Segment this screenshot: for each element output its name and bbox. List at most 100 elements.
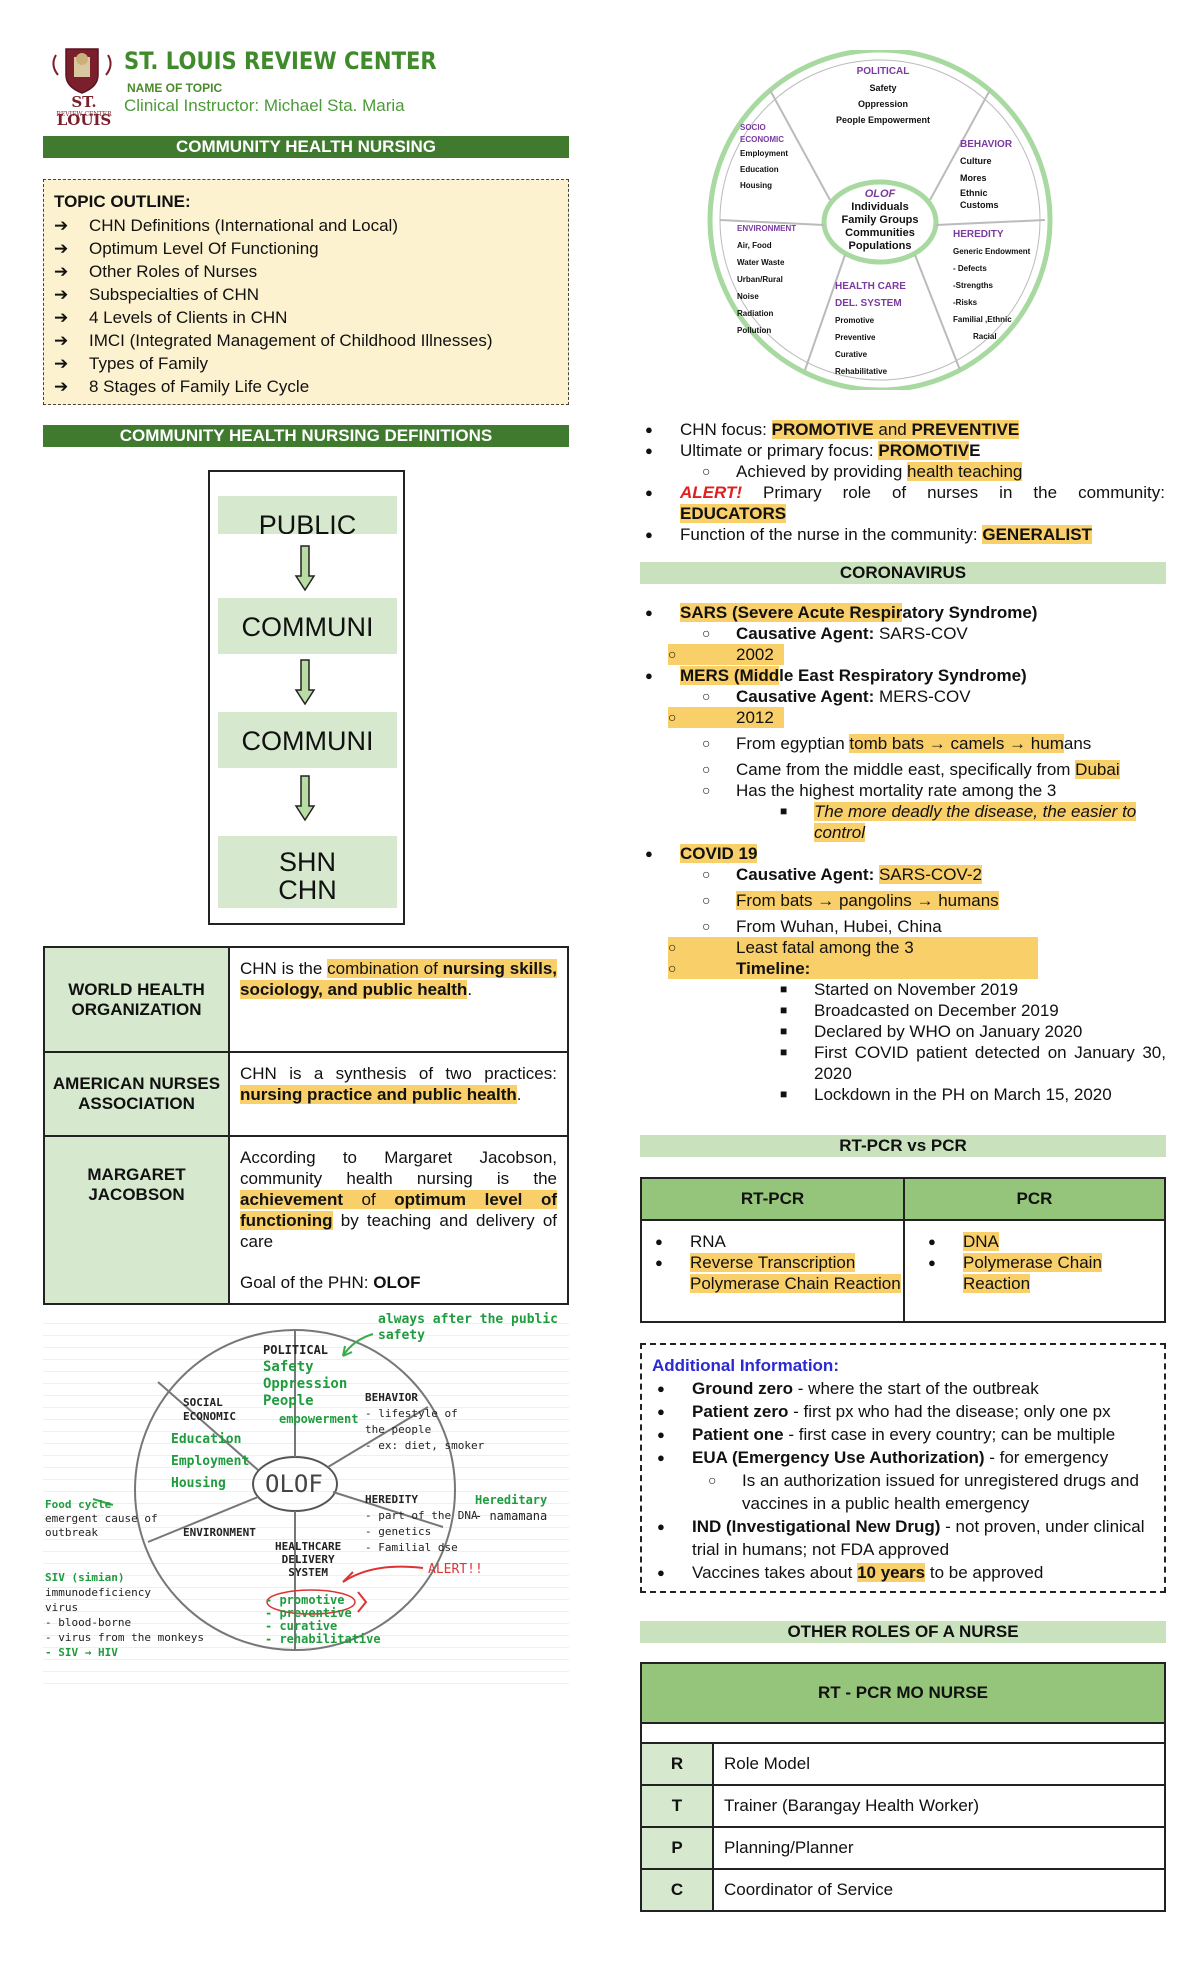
- sketch-hereditary: Hereditary - namamana: [475, 1493, 548, 1523]
- mers-mortality: Has the highest mortality rate among the…: [702, 780, 1166, 801]
- def-jacobson: According to Margaret Jacobson, communit…: [228, 1135, 569, 1305]
- pcr-table: RT-PCR PCR RNA Reverse Transcription Pol…: [640, 1177, 1166, 1323]
- focus-item: Function of the nurse in the community: …: [640, 524, 1165, 545]
- olof-wheel-diagram: POLITICAL Safety Oppression People Empow…: [685, 50, 1075, 390]
- mers-came: Came from the middle east, specifically …: [702, 759, 1166, 780]
- covid-least: Least fatal among the 3: [668, 937, 1038, 958]
- focus-subitem: Achieved by providing health teaching: [702, 461, 1165, 482]
- def-who: CHN is the combination of nursing skills…: [228, 946, 569, 1053]
- sketch-alert: ALERT!!: [428, 1562, 483, 1577]
- covid-timeline: Timeline:: [668, 958, 1038, 979]
- covid-item: COVID 19: [640, 843, 1166, 864]
- timeline-item: First COVID patient detected on January …: [780, 1042, 1166, 1084]
- additional-info-box: Additional Information: Ground zero - wh…: [640, 1343, 1166, 1593]
- topic-outline-box: TOPIC OUTLINE: CHN Definitions (Internat…: [43, 179, 569, 405]
- down-arrow-icon: [294, 774, 316, 827]
- sars-agent: Causative Agent: SARS-COV: [702, 623, 1166, 644]
- roles-table-title: RT - PCR MO NURSE: [640, 1662, 1166, 1724]
- wheel-political: POLITICAL Safety Oppression People Empow…: [835, 66, 931, 125]
- pcr-rt-cell: RNA Reverse Transcription Polymerase Cha…: [640, 1219, 905, 1323]
- main-title-bar: COMMUNITY HEALTH NURSING: [43, 136, 569, 158]
- logo-text: ST. LOUIS: [56, 93, 112, 129]
- outline-item: Types of Family: [44, 352, 492, 375]
- flow-box-community-1: COMMUNI: [218, 598, 397, 654]
- covid-wuhan: From Wuhan, Hubei, China: [702, 916, 1166, 937]
- page-title: ST. LOUIS REVIEW CENTER: [124, 47, 437, 75]
- sketch-heredity: HEREDITY - part of the DNA - genetics - …: [365, 1493, 478, 1554]
- definitions-title-bar: COMMUNITY HEALTH NURSING DEFINITIONS: [43, 425, 569, 447]
- sars-year: 2002: [668, 644, 784, 665]
- wheel-heredity: HEREDITY Generic Endowment - Defects -St…: [953, 229, 1031, 341]
- roles-title-bar: OTHER ROLES OF A NURSE: [640, 1621, 1166, 1643]
- pcr-col-rt: RT-PCR: [640, 1177, 905, 1221]
- logo-sub: REVIEW CENTER: [56, 111, 112, 118]
- sketch-healthcare-items: - promotive - preventive - curative - re…: [265, 1593, 381, 1646]
- timeline-item: Started on November 2019: [780, 979, 1166, 1000]
- mers-item: MERS (Middle East Respiratory Syndrome): [640, 665, 1166, 686]
- outline-list: CHN Definitions (International and Local…: [44, 214, 492, 398]
- role-row: R Role Model: [640, 1742, 1166, 1786]
- def-ana: CHN is a synthesis of two practices: nur…: [228, 1051, 569, 1137]
- flow-box-public: PUBLIC: [218, 496, 397, 534]
- timeline-item: Broadcasted on December 2019: [780, 1000, 1166, 1021]
- covid-agent: Causative Agent: SARS-COV-2: [702, 864, 1166, 885]
- sketch-center-olof: OLOF: [265, 1470, 323, 1498]
- outline-item: Subspecialties of CHN: [44, 283, 492, 306]
- sketch-food-cycle: Food cycle emergent cause of outbreak: [45, 1498, 158, 1539]
- sketch-political: POLITICAL Safety Oppression People: [263, 1343, 348, 1409]
- coronavirus-title-bar: CORONAVIRUS: [640, 562, 1166, 584]
- outline-title: TOPIC OUTLINE:: [54, 192, 191, 211]
- sketch-empowerment: empowerment: [279, 1412, 359, 1426]
- outline-item: IMCI (Integrated Management of Childhood…: [44, 329, 492, 352]
- role-row: P Planning/Planner: [640, 1826, 1166, 1870]
- flow-box-shn: SHN CHN: [218, 836, 397, 908]
- focus-alert-continued: EDUCATORS: [680, 504, 787, 523]
- outline-item: CHN Definitions (International and Local…: [44, 214, 492, 237]
- coronavirus-section: SARS (Severe Acute Respiratory Syndrome)…: [640, 602, 1166, 1105]
- pcr-cell: DNA Polymerase Chain Reaction: [903, 1219, 1166, 1323]
- timeline-item: Declared by WHO on January 2020: [780, 1021, 1166, 1042]
- instructor-name: Michael Sta. Maria: [263, 96, 405, 115]
- sketch-wheel: [92, 1329, 456, 1651]
- focus-section: CHN focus: PROMOTIVE and PREVENTIVE Ulti…: [640, 419, 1165, 545]
- logo: ST. LOUIS REVIEW CENTER: [44, 45, 120, 129]
- sketch-healthcare: HEALTHCARE DELIVERY SYSTEM: [275, 1540, 342, 1579]
- focus-alert-item: ALERT! Primary role of nurses in the com…: [640, 482, 1165, 503]
- sketch-siv: SIV (simian) immunodeficiency virus - bl…: [45, 1571, 204, 1659]
- role-row: C Coordinator of Service: [640, 1868, 1166, 1912]
- topic-name: NAME OF TOPIC: [127, 81, 223, 95]
- timeline-item: Lockdown in the PH on March 15, 2020: [780, 1084, 1166, 1105]
- definitions-table: WORLD HEALTH ORGANIZATION CHN is the com…: [43, 946, 569, 1305]
- outline-item: Optimum Level Of Functioning: [44, 237, 492, 260]
- outline-item: Other Roles of Nurses: [44, 260, 492, 283]
- mers-deadly: The more deadly the disease, the easier …: [780, 801, 1166, 843]
- flow-box-community-2: COMMUNI: [218, 712, 397, 768]
- outline-item: 4 Levels of Clients in CHN: [44, 306, 492, 329]
- mers-agent: Causative Agent: MERS-COV: [702, 686, 1166, 707]
- sketch-environment: ENVIRONMENT: [183, 1526, 256, 1539]
- org-who: WORLD HEALTH ORGANIZATION: [43, 946, 230, 1053]
- sketch-behavior: BEHAVIOR - lifestyle of the people - ex:…: [365, 1391, 485, 1452]
- note-top: always after the public safety: [378, 1312, 559, 1343]
- org-jacobson: MARGARET JACOBSON: [43, 1135, 230, 1305]
- pcr-title-bar: RT-PCR vs PCR: [640, 1135, 1166, 1157]
- flow-diagram: PUBLIC COMMUNI COMMUNI SHN CHN: [208, 470, 405, 925]
- covid-origin: From bats → pangolins → humans: [702, 890, 1166, 911]
- sars-item: SARS (Severe Acute Respiratory Syndrome): [640, 602, 1166, 623]
- role-row: T Trainer (Barangay Health Worker): [640, 1784, 1166, 1828]
- mers-origin: From egyptian tomb bats → camels → human…: [702, 733, 1166, 754]
- instructor-label: Clinical Instructor:: [124, 96, 260, 115]
- wheel-behavior: BEHAVIOR Culture Mores Ethnic Customs: [960, 139, 1013, 210]
- instructor: Clinical Instructor: Michael Sta. Maria: [124, 96, 405, 116]
- outline-item: 8 Stages of Family Life Cycle: [44, 375, 492, 398]
- org-ana: AMERICAN NURSES ASSOCIATION: [43, 1051, 230, 1137]
- wheel-center: OLOF Individuals Family Groups Communiti…: [841, 188, 919, 252]
- sketch-social-items: Education Employment Housing: [171, 1432, 250, 1491]
- down-arrow-icon: [294, 658, 316, 711]
- focus-item: CHN focus: PROMOTIVE and PREVENTIVE: [640, 419, 1165, 440]
- sketch-social: SOCIAL ECONOMIC: [183, 1396, 236, 1423]
- focus-item: Ultimate or primary focus: PROMOTIVE: [640, 440, 1165, 461]
- wheel-environment: ENVIRONMENT Air, Food Water Waste Urban/…: [737, 224, 797, 335]
- additional-title: Additional Information:: [652, 1356, 839, 1375]
- down-arrow-icon: [294, 544, 316, 597]
